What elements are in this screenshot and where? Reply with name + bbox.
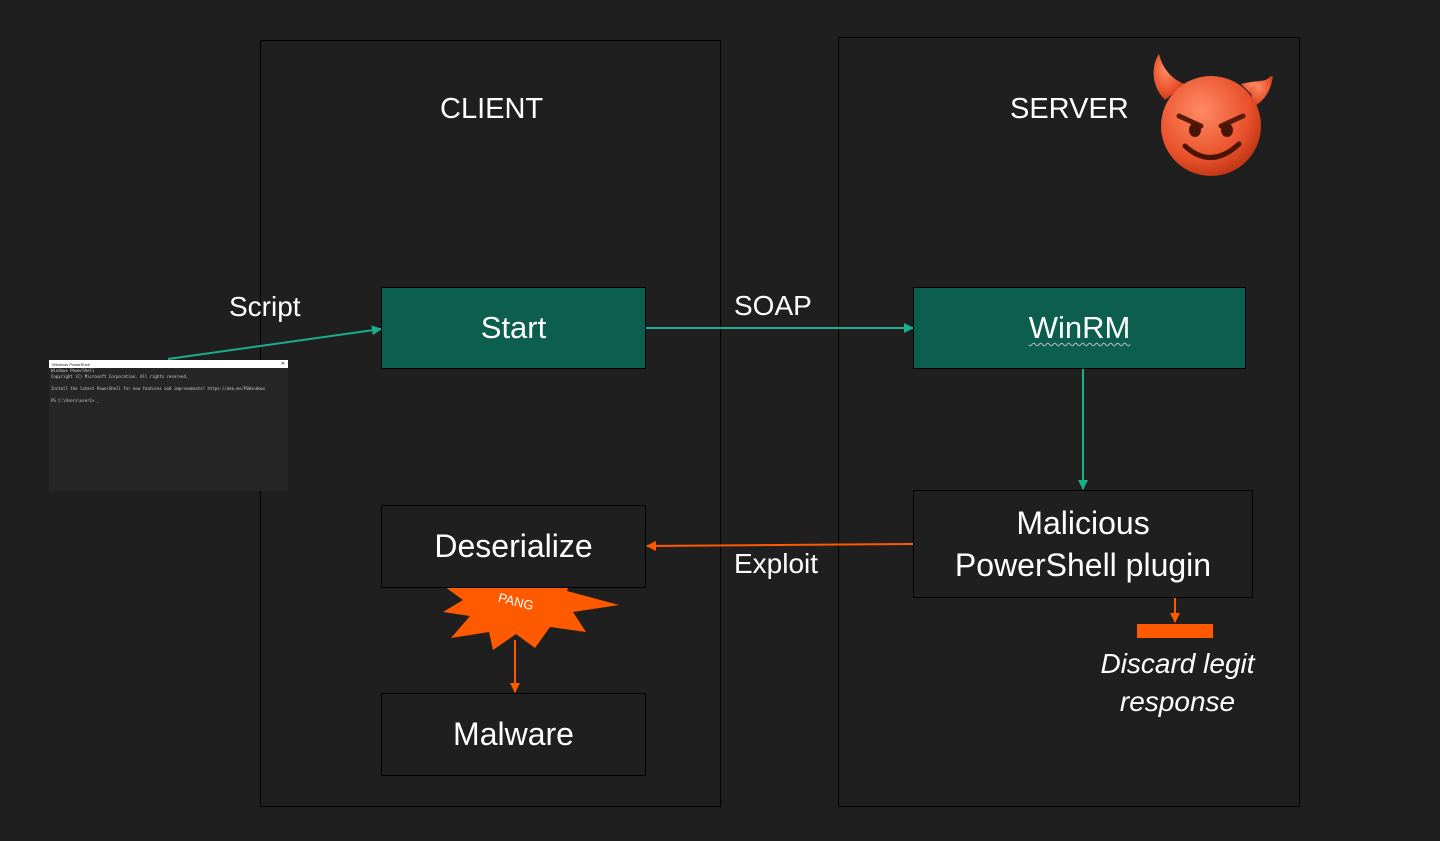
discard-bar: [1137, 624, 1213, 638]
terminal-line: Copyright (C) Microsoft Corporation. All…: [51, 374, 189, 379]
script-arrow: [167, 325, 382, 360]
deserialize-node: Deserialize: [381, 505, 646, 588]
powershell-window-title: Windows PowerShell: [52, 361, 90, 367]
powershell-window-thumbnail: Windows PowerShell ✕ Windows PowerShell …: [49, 360, 288, 491]
plugin-label-line2: PowerShell plugin: [954, 547, 1212, 583]
server-title: SERVER: [1010, 93, 1129, 125]
exploit-edge-label: Exploit: [734, 548, 819, 579]
exploit-arrow: [646, 540, 914, 551]
server-panel: [838, 37, 1300, 807]
discard-note-line2: response: [1119, 686, 1236, 717]
smiling-face-with-horns-icon: [1153, 54, 1273, 176]
malicious-plugin-node: Malicious PowerShell plugin: [913, 490, 1253, 598]
discard-note: Discard legit response: [1080, 645, 1275, 721]
deserialize-label: Deserialize: [434, 528, 593, 564]
terminal-line: Install the latest PowerShell for new fe…: [51, 386, 266, 391]
winrm-label: WinRM: [1028, 310, 1131, 345]
soap-edge-label: SOAP: [734, 290, 812, 321]
discard-note-line1: Discard legit: [1100, 648, 1255, 679]
close-icon: ✕: [280, 361, 285, 367]
malware-node: Malware: [381, 693, 646, 776]
script-edge-label: Script: [229, 291, 301, 322]
terminal-line: Windows PowerShell: [51, 368, 95, 373]
powershell-titlebar: Windows PowerShell ✕: [49, 360, 288, 368]
client-title: CLIENT: [440, 93, 544, 125]
malware-label: Malware: [453, 716, 574, 752]
start-node: Start: [381, 287, 646, 369]
terminal-line: PS C:\Users\user1> _: [51, 398, 100, 403]
winrm-node: WinRM: [913, 287, 1246, 369]
plugin-label-line1: Malicious: [1016, 505, 1150, 541]
start-label: Start: [480, 310, 547, 345]
